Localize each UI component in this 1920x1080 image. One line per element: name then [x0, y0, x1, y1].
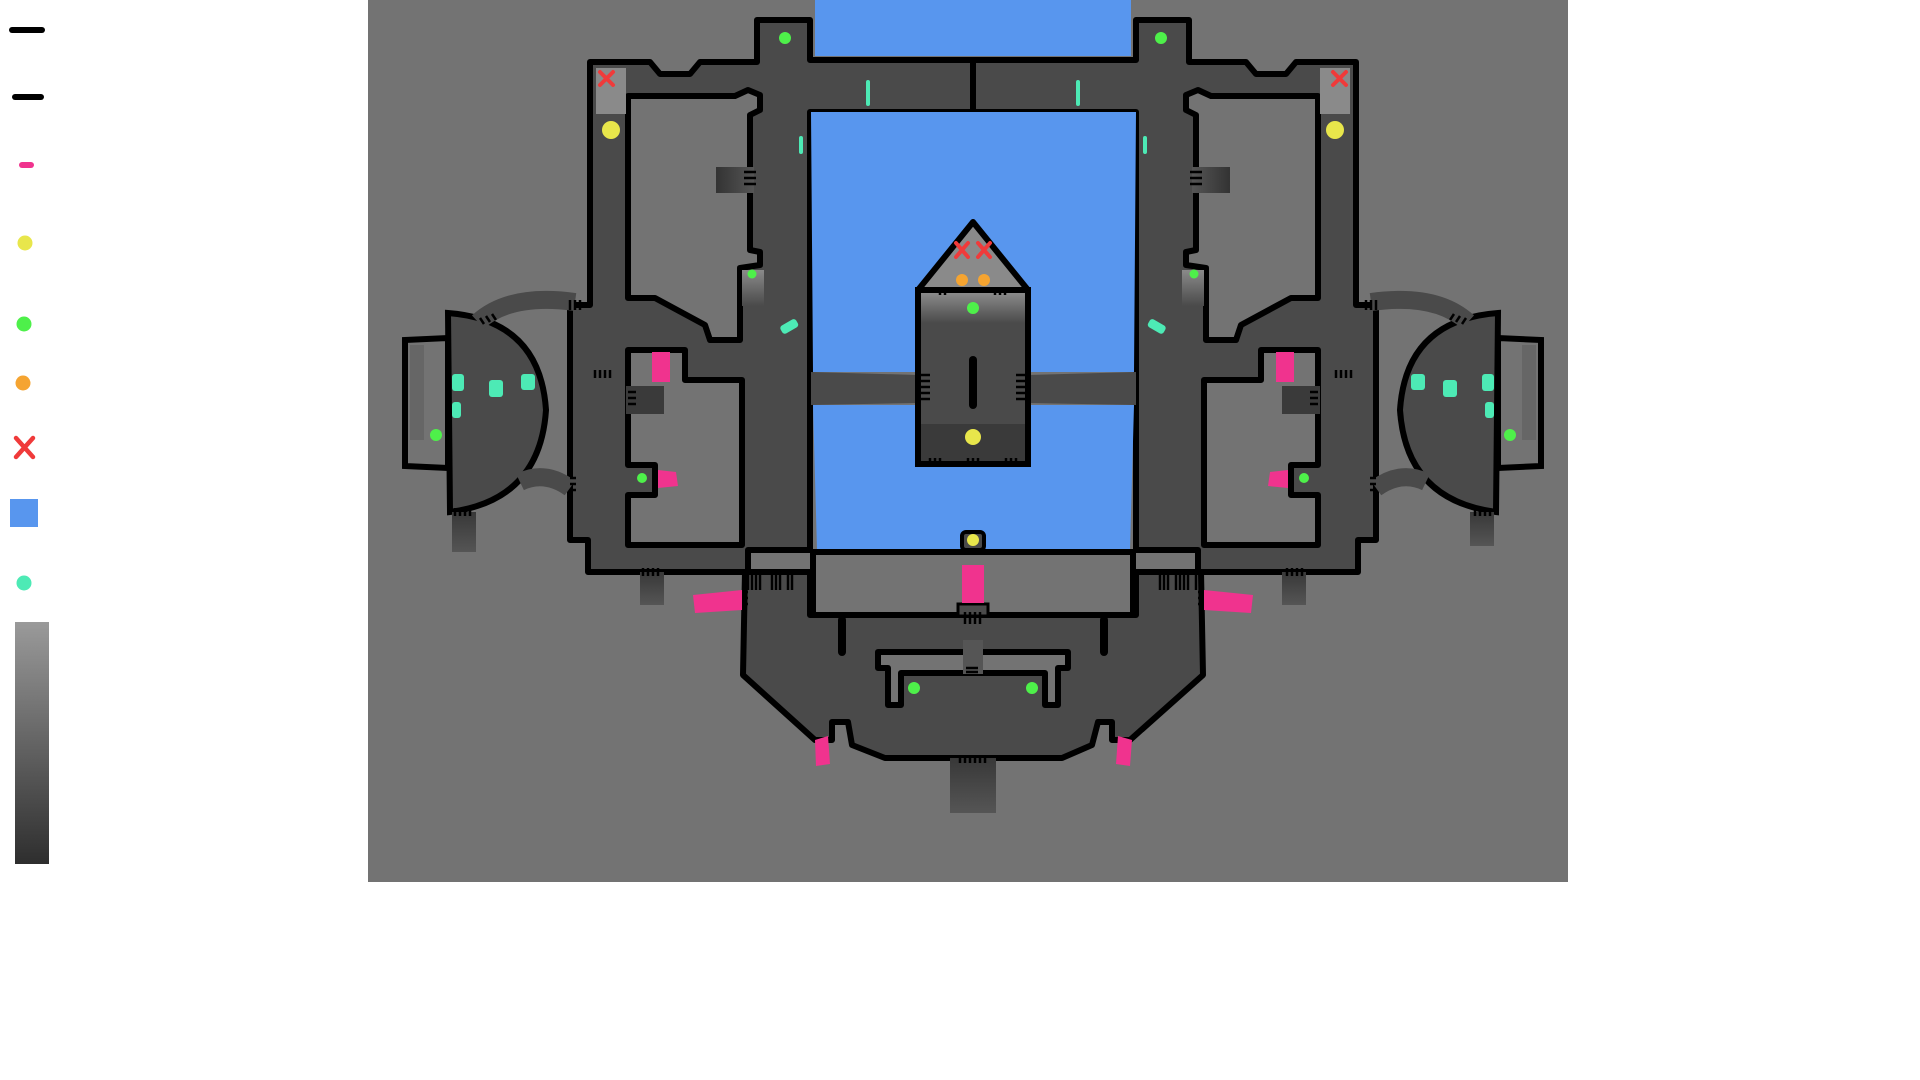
orange-point-icon	[15, 375, 31, 391]
map-area[interactable]	[368, 0, 1568, 882]
trap-marker	[962, 565, 984, 603]
water-swatch-icon	[10, 499, 38, 527]
red-x-markers	[598, 70, 1348, 259]
trap-marker	[658, 470, 678, 488]
green-points	[430, 32, 1516, 694]
trap-marker	[1116, 736, 1132, 766]
legend-symbols	[9, 27, 49, 864]
door-markings	[445, 170, 1501, 763]
trap-markers	[652, 352, 1294, 766]
teal-point-icon	[16, 575, 32, 591]
water-top	[815, 0, 1131, 56]
level-map[interactable]	[368, 0, 1568, 882]
yellow-points	[602, 121, 1344, 546]
elevation-gradient-icon	[15, 622, 49, 864]
trap-marker	[815, 736, 830, 766]
right-wing	[970, 17, 1544, 605]
left-wing	[402, 17, 1139, 605]
trap-marker	[1204, 590, 1253, 613]
map-legend	[0, 0, 368, 882]
trap-marker	[693, 590, 742, 613]
trap-marker	[1276, 352, 1294, 382]
teal-points	[452, 80, 1494, 418]
yellow-point-icon	[17, 235, 33, 251]
orange-points	[956, 274, 990, 286]
red-x-icon	[13, 435, 36, 460]
trap-marker	[1268, 470, 1288, 488]
trap-marker	[652, 352, 670, 382]
green-point-icon	[16, 316, 32, 332]
